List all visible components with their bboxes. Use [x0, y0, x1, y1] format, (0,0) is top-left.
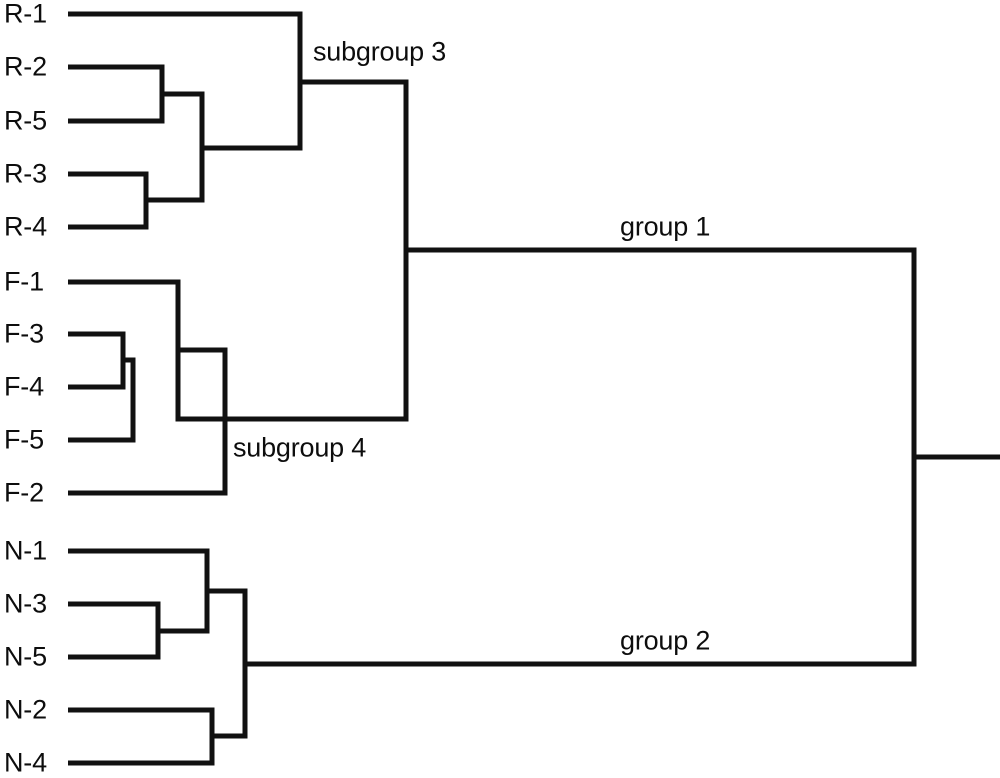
leaf-label-f-4: F-4 [4, 371, 44, 402]
leaf-label-f-2: F-2 [4, 477, 44, 508]
leaf-label-r-5: R-5 [4, 105, 47, 136]
leaf-label-f-5: F-5 [4, 424, 44, 455]
leaf-label-n-1: N-1 [4, 535, 47, 566]
leaf-label-n-4: N-4 [4, 747, 47, 778]
leaf-label-r-3: R-3 [4, 158, 47, 189]
leaf-label-r-4: R-4 [4, 211, 47, 242]
annotation-group-2: group 2 [620, 625, 711, 656]
leaf-label-f-1: F-1 [4, 266, 44, 297]
annotation-group-1: group 1 [620, 211, 711, 242]
leaf-label-r-1: R-1 [4, 0, 47, 29]
leaf-label-n-5: N-5 [4, 641, 47, 672]
leaf-label-r-2: R-2 [4, 51, 47, 82]
leaf-label-n-3: N-3 [4, 588, 47, 619]
annotation-subgroup-3: subgroup 3 [313, 36, 447, 67]
leaf-label-n-2: N-2 [4, 694, 47, 725]
annotation-subgroup-4: subgroup 4 [233, 432, 367, 463]
leaf-label-f-3: F-3 [4, 318, 44, 349]
